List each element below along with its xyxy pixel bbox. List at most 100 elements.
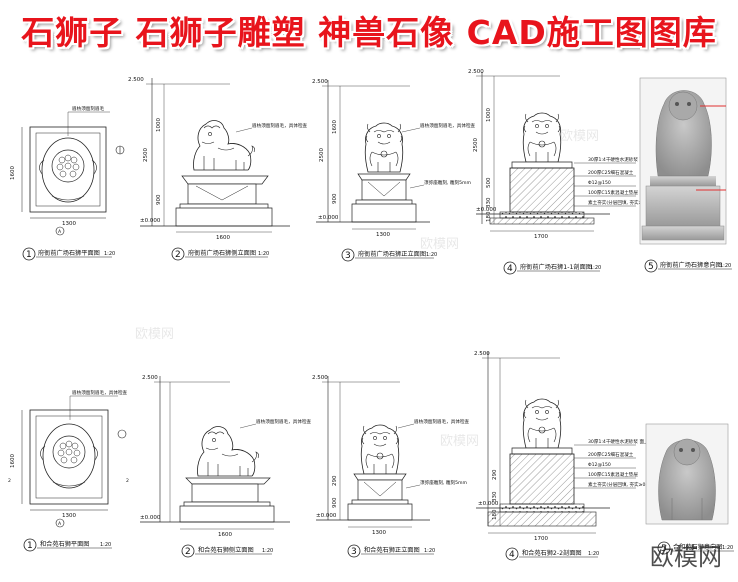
figure-number: 1	[26, 250, 32, 260]
figure-scale: 1:20	[100, 542, 111, 548]
figure-number-circle	[341, 248, 355, 262]
figure-number-circle	[181, 544, 195, 558]
brand-logo-text: 欧模网	[650, 543, 722, 571]
layer-label: Φ12@150	[588, 462, 611, 468]
figure-caption: 和合苑石狮正立面图	[364, 546, 420, 554]
figure-caption: 府衙前广场石狮1-1剖面图	[520, 263, 592, 271]
figure-scale: 1:20	[426, 252, 437, 258]
elevation-top: 2.500	[312, 375, 328, 381]
figure-number-circle	[22, 247, 36, 261]
figure-number: 2	[185, 547, 191, 557]
watermark-text: 欧模网	[420, 237, 459, 252]
dim-width: 1600	[218, 532, 232, 538]
figure-number-circle	[23, 538, 37, 552]
figure-number: 3	[345, 251, 351, 261]
row1-reference-image: 5 府衙前广场石狮意向图 1:20	[639, 77, 732, 273]
dim-upper: 290	[332, 475, 338, 486]
page-title: 石狮子 石狮子雕塑 神兽石像 CAD施工图图库	[21, 13, 717, 52]
figure-number: 4	[507, 264, 513, 274]
annotation-note: 须弥座雕刻, 雕刻5mm	[420, 479, 467, 486]
figure-caption: 府衙前广场石狮正立面图	[358, 250, 426, 258]
elevation-base: ±0.000	[476, 207, 497, 213]
figure-number-circle	[657, 541, 671, 555]
dim-height: 1600	[10, 166, 16, 180]
dim-upper: 1600	[332, 120, 338, 134]
row1-section-1-1: 2.500 1000 2500 500 330 180 ±0.000 1700 …	[468, 69, 667, 275]
layer-callouts: 30厚1:4干硬性水泥砂浆 面上撒素水泥 200厚C25细石混凝土 Φ12@15…	[574, 156, 667, 207]
dim-base: 900	[332, 497, 338, 508]
row2-plan-view: 1300 1600 眉枋须凿刻眉毛，具体检查 2 2 A 1 和合苑石狮平面图 …	[8, 389, 129, 552]
figure-number-circle	[644, 259, 658, 273]
elevation-top: 2.500	[468, 69, 484, 75]
figure-number: 5	[661, 544, 667, 554]
figure-caption: 和合苑石狮平面图	[40, 540, 90, 548]
dim-bottom: 180	[486, 211, 492, 222]
dim-width: 1600	[216, 235, 230, 241]
dim-base: 900	[332, 193, 338, 204]
figure-number-circle	[347, 544, 361, 558]
layer-callouts: 30厚1:4干硬性水泥砂浆 面上撒素水泥 200厚C25细石混凝土 Φ12@15…	[574, 438, 667, 489]
elevation-base: ±0.000	[140, 218, 161, 224]
row2-section-2-2: 2.500 290 330 180 ±0.000 1700 30厚1:4干硬性水…	[474, 351, 667, 561]
section-tag: A	[58, 521, 62, 527]
elevation-top: 2.500	[312, 79, 328, 85]
layer-label: 30厚1:4干硬性水泥砂浆 面上撒素水泥	[588, 156, 667, 163]
dim-mid: 290	[492, 469, 498, 480]
layer-label: 30厚1:4干硬性水泥砂浆 面上撒素水泥	[588, 438, 667, 445]
figure-number: 5	[648, 262, 654, 272]
layer-label: 100厚C15素混凝土垫层	[588, 471, 638, 478]
section-tag: A	[58, 229, 62, 235]
annotation-note: 眉枋须凿刻眉毛	[72, 105, 105, 112]
section-marker-icon	[117, 429, 127, 439]
layer-label: 200厚C25细石混凝土	[588, 169, 634, 176]
figure-caption: 府衙前广场石狮侧立面图	[188, 249, 256, 257]
layer-label: 100厚C15素混凝土垫层	[588, 189, 638, 196]
dim-base: 900	[156, 194, 162, 205]
watermark-text: 欧模网	[560, 129, 599, 144]
annotation-note: 眉枋须凿刻眉毛，具体检查	[252, 122, 308, 129]
dim-total: 2500	[143, 148, 149, 162]
dim-width: 1300	[376, 232, 390, 238]
dim-width: 1300	[372, 530, 386, 536]
dim-lower: 330	[486, 197, 492, 208]
annotation-note: 眉枋须凿刻眉毛，具体检查	[420, 122, 476, 129]
elevation-top: 2.500	[142, 375, 158, 381]
elevation-base: ±0.000	[478, 501, 499, 507]
dim-upper: 1000	[156, 118, 162, 132]
section-marker-icon	[55, 518, 65, 528]
dim-width: 1700	[534, 536, 548, 542]
figure-scale: 1:20	[590, 265, 601, 271]
figure-number-circle	[503, 261, 517, 275]
dim-height: 1600	[10, 454, 16, 468]
dim-width: 1700	[534, 234, 548, 240]
figure-number: 1	[27, 541, 33, 551]
annotation-note: 眉枋须凿刻眉毛，具体检查	[414, 418, 470, 425]
figure-number-circle	[171, 247, 185, 261]
dim-mid: 500	[486, 177, 492, 188]
figure-number-circle	[505, 547, 519, 561]
dim-lower: 330	[492, 491, 498, 502]
figure-scale: 1:20	[262, 548, 273, 554]
row1-side-elevation: 2.500 1000 2500 900 ±0.000 1600 眉枋须凿刻眉毛，…	[128, 77, 308, 261]
dim-total: 2500	[319, 148, 325, 162]
figure-scale: 1:20	[424, 548, 435, 554]
watermarks: 欧模网 欧模网 欧模网 欧模网	[135, 129, 599, 449]
layer-label: 200厚C25细石混凝土	[588, 451, 634, 458]
row2-reference-image: 5 合和苑石狮意向图 1:20	[645, 423, 734, 555]
elevation-top: 2.500	[474, 351, 490, 357]
figure-scale: 1:20	[258, 251, 269, 257]
dim-total: 2500	[473, 138, 479, 152]
watermark-text: 欧模网	[440, 434, 479, 449]
annotation-note: 须弥座雕刻, 雕刻5mm	[424, 179, 471, 186]
section-marker-icon	[55, 226, 65, 236]
row2-front-elevation: 2.500 290 900 ±0.000 1300 眉枋须凿刻眉毛，具体检查 须…	[312, 375, 470, 558]
row1-plan-view: 1300 1600 眉枋须凿刻眉毛 A 1 府衙前广场石狮平面图 1:20	[10, 105, 125, 261]
dim-width: 1300	[62, 513, 76, 519]
figure-scale: 1:20	[722, 545, 733, 551]
section-tag: 2	[8, 478, 11, 484]
layer-label: 素土夯实(分层回填, 夯实≥0.93)	[588, 199, 655, 206]
annotation-note: 眉枋须凿刻眉毛，具体检查	[256, 418, 312, 425]
figure-scale: 1:20	[720, 263, 731, 269]
dim-upper: 1000	[486, 108, 492, 122]
figure-caption: 合和苑石狮意向图	[673, 543, 723, 551]
